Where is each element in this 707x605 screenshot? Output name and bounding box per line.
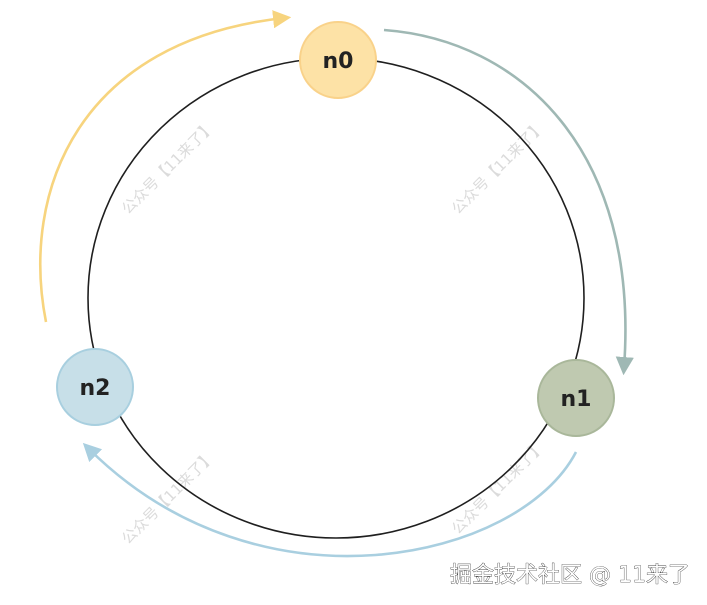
watermark-text: 公众号【11来了】: [118, 447, 218, 547]
node-n1-label: n1: [561, 387, 592, 412]
edge-n2-to-n0-arrow: [39, 10, 292, 323]
footer-watermark: 掘金技术社区 @ 11来了: [450, 563, 690, 588]
watermark-group: 公众号【11来了】 公众号【11来了】 公众号【11来了】 公众号【11来了】: [118, 117, 548, 547]
node-n1: n1: [537, 359, 615, 437]
watermark-text: 公众号【11来了】: [118, 117, 218, 217]
watermark-text: 公众号【11来了】: [448, 117, 548, 217]
edge-n1-to-n2-arrow: [82, 442, 578, 558]
node-n0-label: n0: [323, 49, 354, 74]
node-n2-label: n2: [80, 376, 111, 401]
edge-n0-to-n1-arrow: [383, 28, 634, 376]
node-n2: n2: [56, 348, 134, 426]
node-n0: n0: [299, 21, 377, 99]
